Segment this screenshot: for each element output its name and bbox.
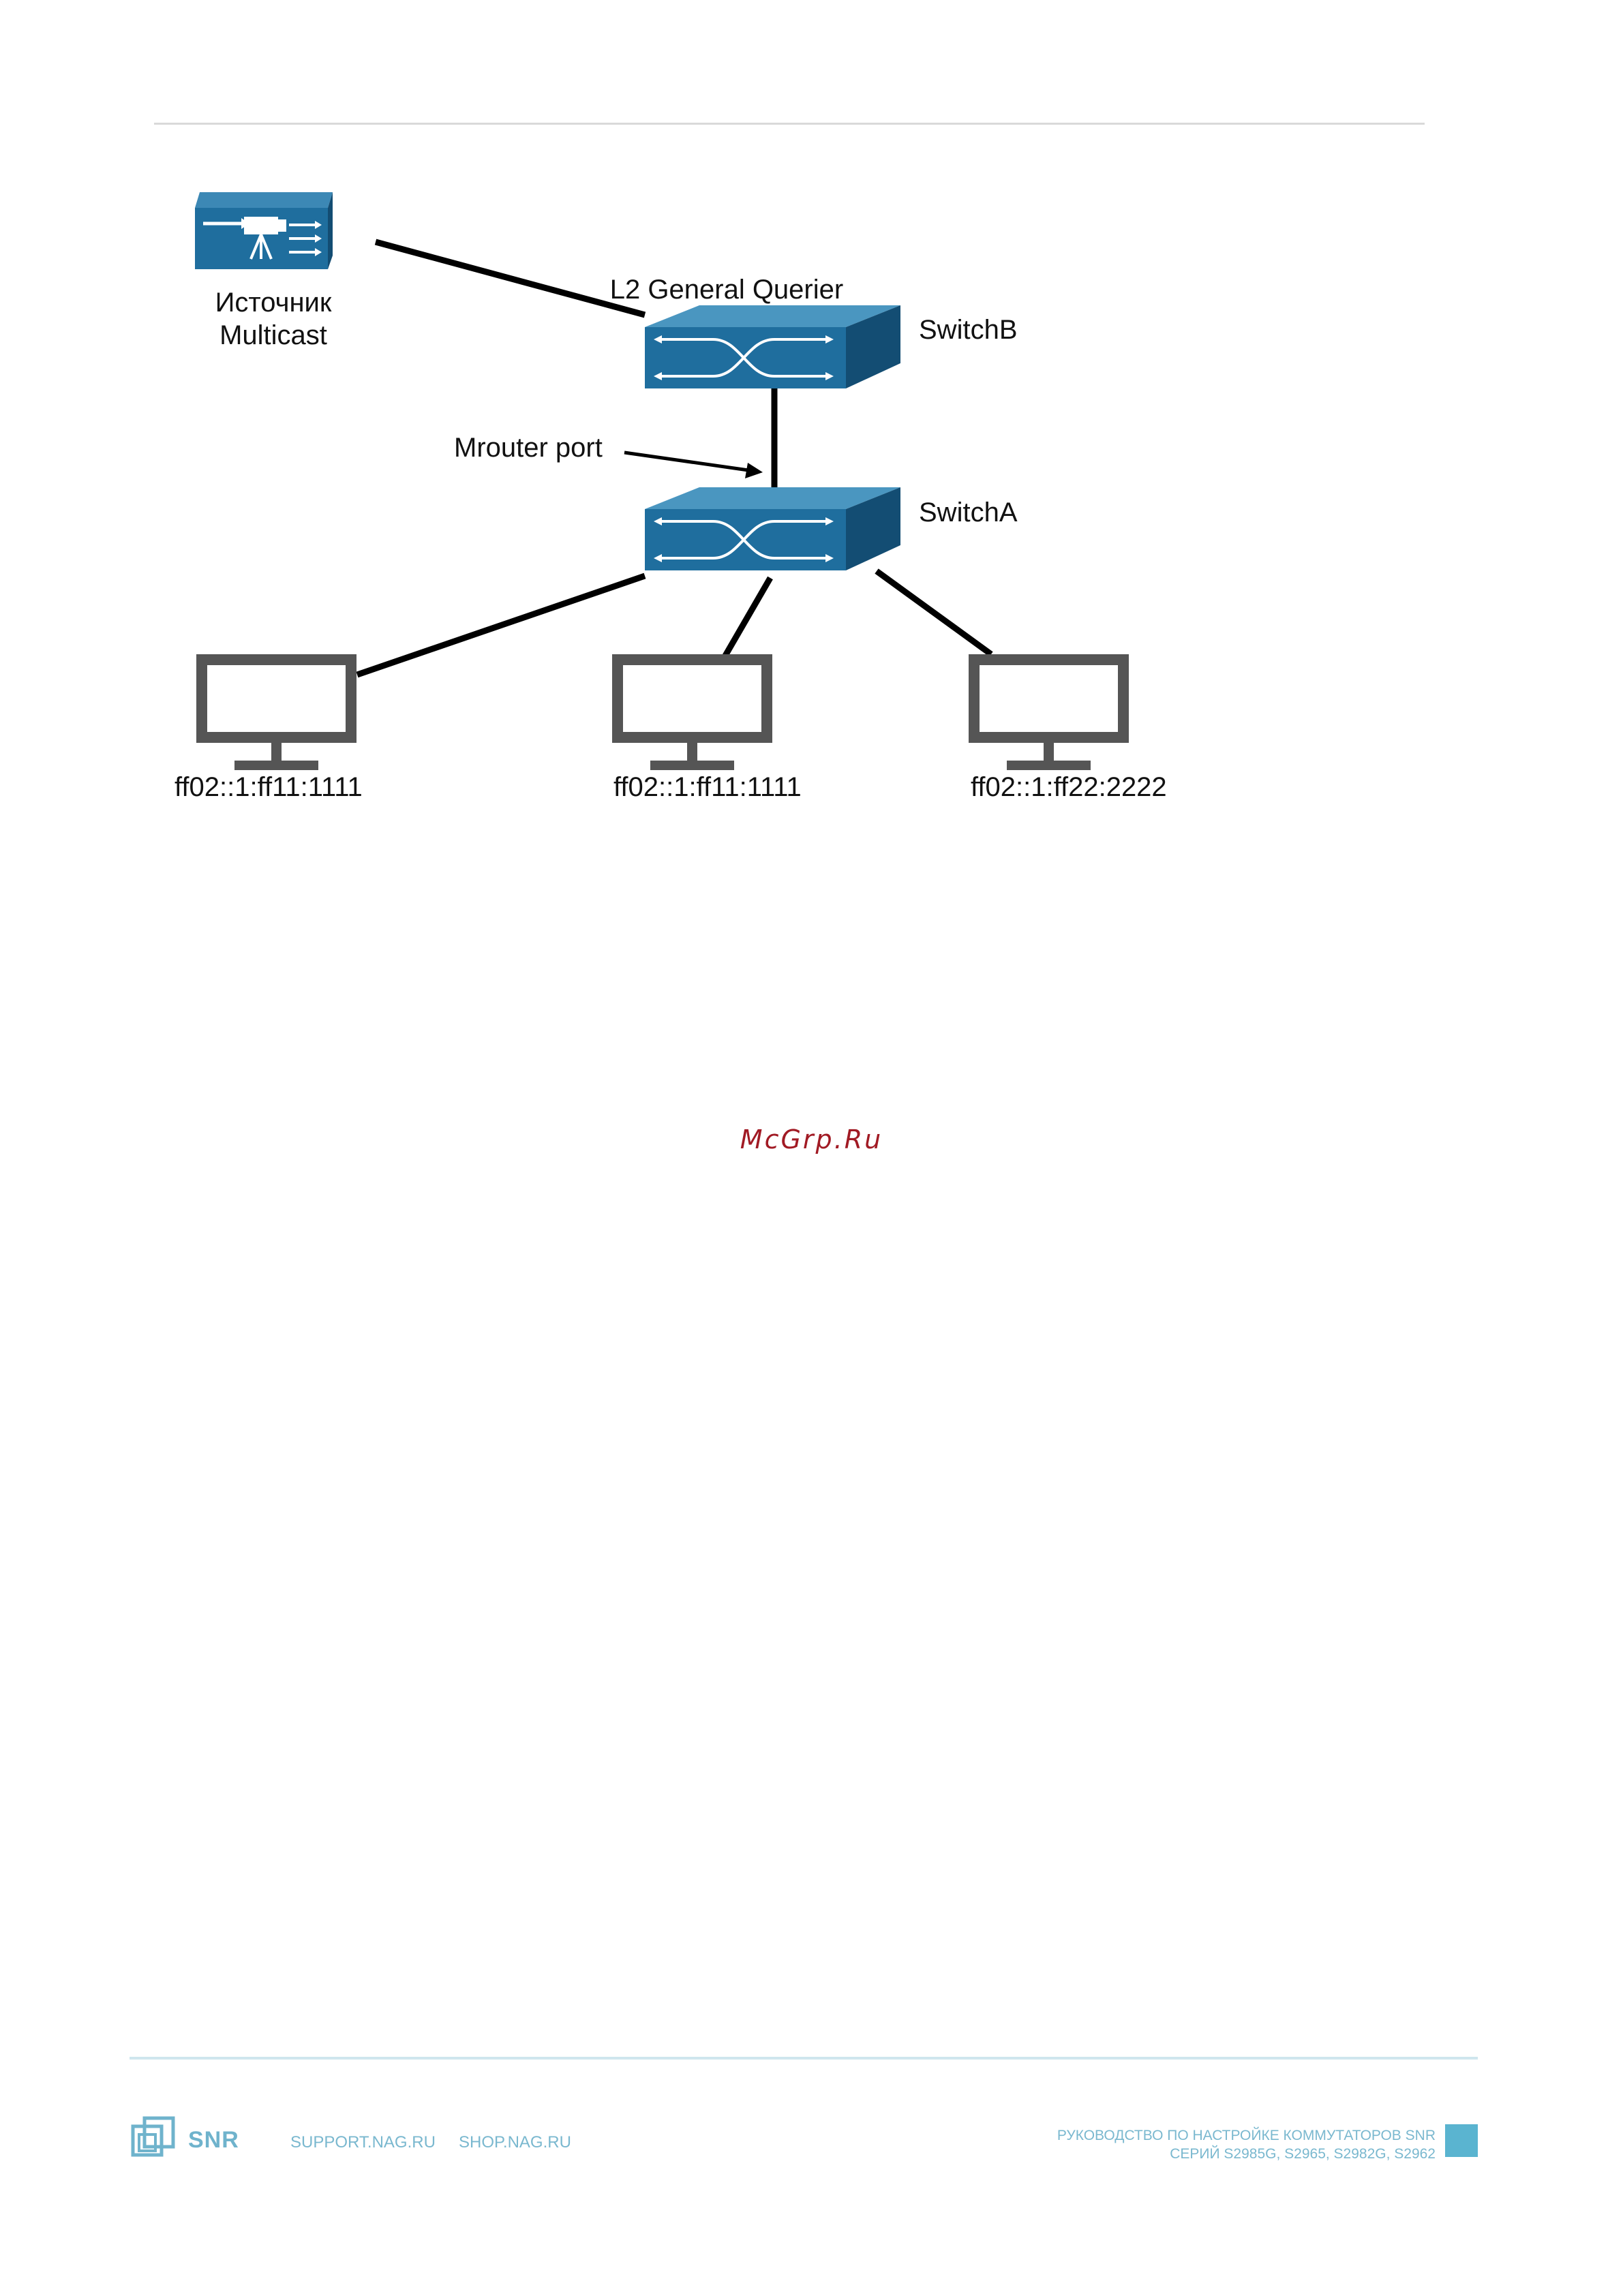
document-title: РУКОВОДСТВО ПО НАСТРОЙКЕ КОММУТАТОРОВ SN… bbox=[1057, 2126, 1436, 2163]
monitor-icon-host3 bbox=[969, 654, 1129, 770]
snr-logo-icon bbox=[130, 2113, 184, 2167]
snr-logo[interactable]: SNR bbox=[130, 2113, 239, 2167]
switch-a-label: SwitchA bbox=[919, 498, 1018, 527]
snr-logo-text: SNR bbox=[188, 2127, 239, 2154]
link-switcha-host3 bbox=[877, 571, 991, 654]
document-title-line2: СЕРИЙ S2985G, S2965, S2982G, S2962 bbox=[1057, 2145, 1436, 2163]
monitor-icon-host1 bbox=[196, 654, 357, 770]
support-link[interactable]: SUPPORT.NAG.RU bbox=[290, 2133, 436, 2152]
mrouter-label: Mrouter port bbox=[454, 433, 603, 463]
header-divider bbox=[154, 123, 1425, 125]
footer-divider bbox=[130, 2057, 1478, 2060]
multicast-network-diagram: Источник Multicast L2 General Querier Sw… bbox=[154, 170, 1245, 838]
mrouter-arrowhead bbox=[745, 463, 763, 478]
switch-b-icon bbox=[645, 305, 900, 388]
document-title-line1: РУКОВОДСТВО ПО НАСТРОЙКЕ КОММУТАТОРОВ SN… bbox=[1057, 2126, 1436, 2145]
video-camera-icon bbox=[195, 192, 333, 269]
watermark-text: McGrp.Ru bbox=[0, 1124, 1623, 1154]
mrouter-arrow bbox=[624, 453, 748, 470]
switch-b-label: SwitchB bbox=[919, 315, 1018, 345]
source-label-line1: Источник bbox=[215, 288, 332, 318]
host2-address: ff02::1:ff11:1111 bbox=[613, 772, 802, 802]
querier-label: L2 General Querier bbox=[610, 275, 843, 305]
host3-address: ff02::1:ff22:2222 bbox=[971, 772, 1167, 802]
switch-a-icon bbox=[645, 487, 900, 570]
footer-accent-square bbox=[1445, 2124, 1478, 2157]
page-footer: SNR SUPPORT.NAG.RU SHOP.NAG.RU РУКОВОДСТ… bbox=[130, 2106, 1478, 2181]
link-switcha-host2 bbox=[725, 578, 770, 656]
monitor-icon-host2 bbox=[612, 654, 772, 770]
source-label-line2: Multicast bbox=[219, 320, 327, 350]
host1-address: ff02::1:ff11:1111 bbox=[175, 772, 363, 802]
link-switcha-host1 bbox=[357, 576, 645, 675]
shop-link[interactable]: SHOP.NAG.RU bbox=[459, 2133, 571, 2152]
link-source-switchb bbox=[376, 242, 645, 315]
